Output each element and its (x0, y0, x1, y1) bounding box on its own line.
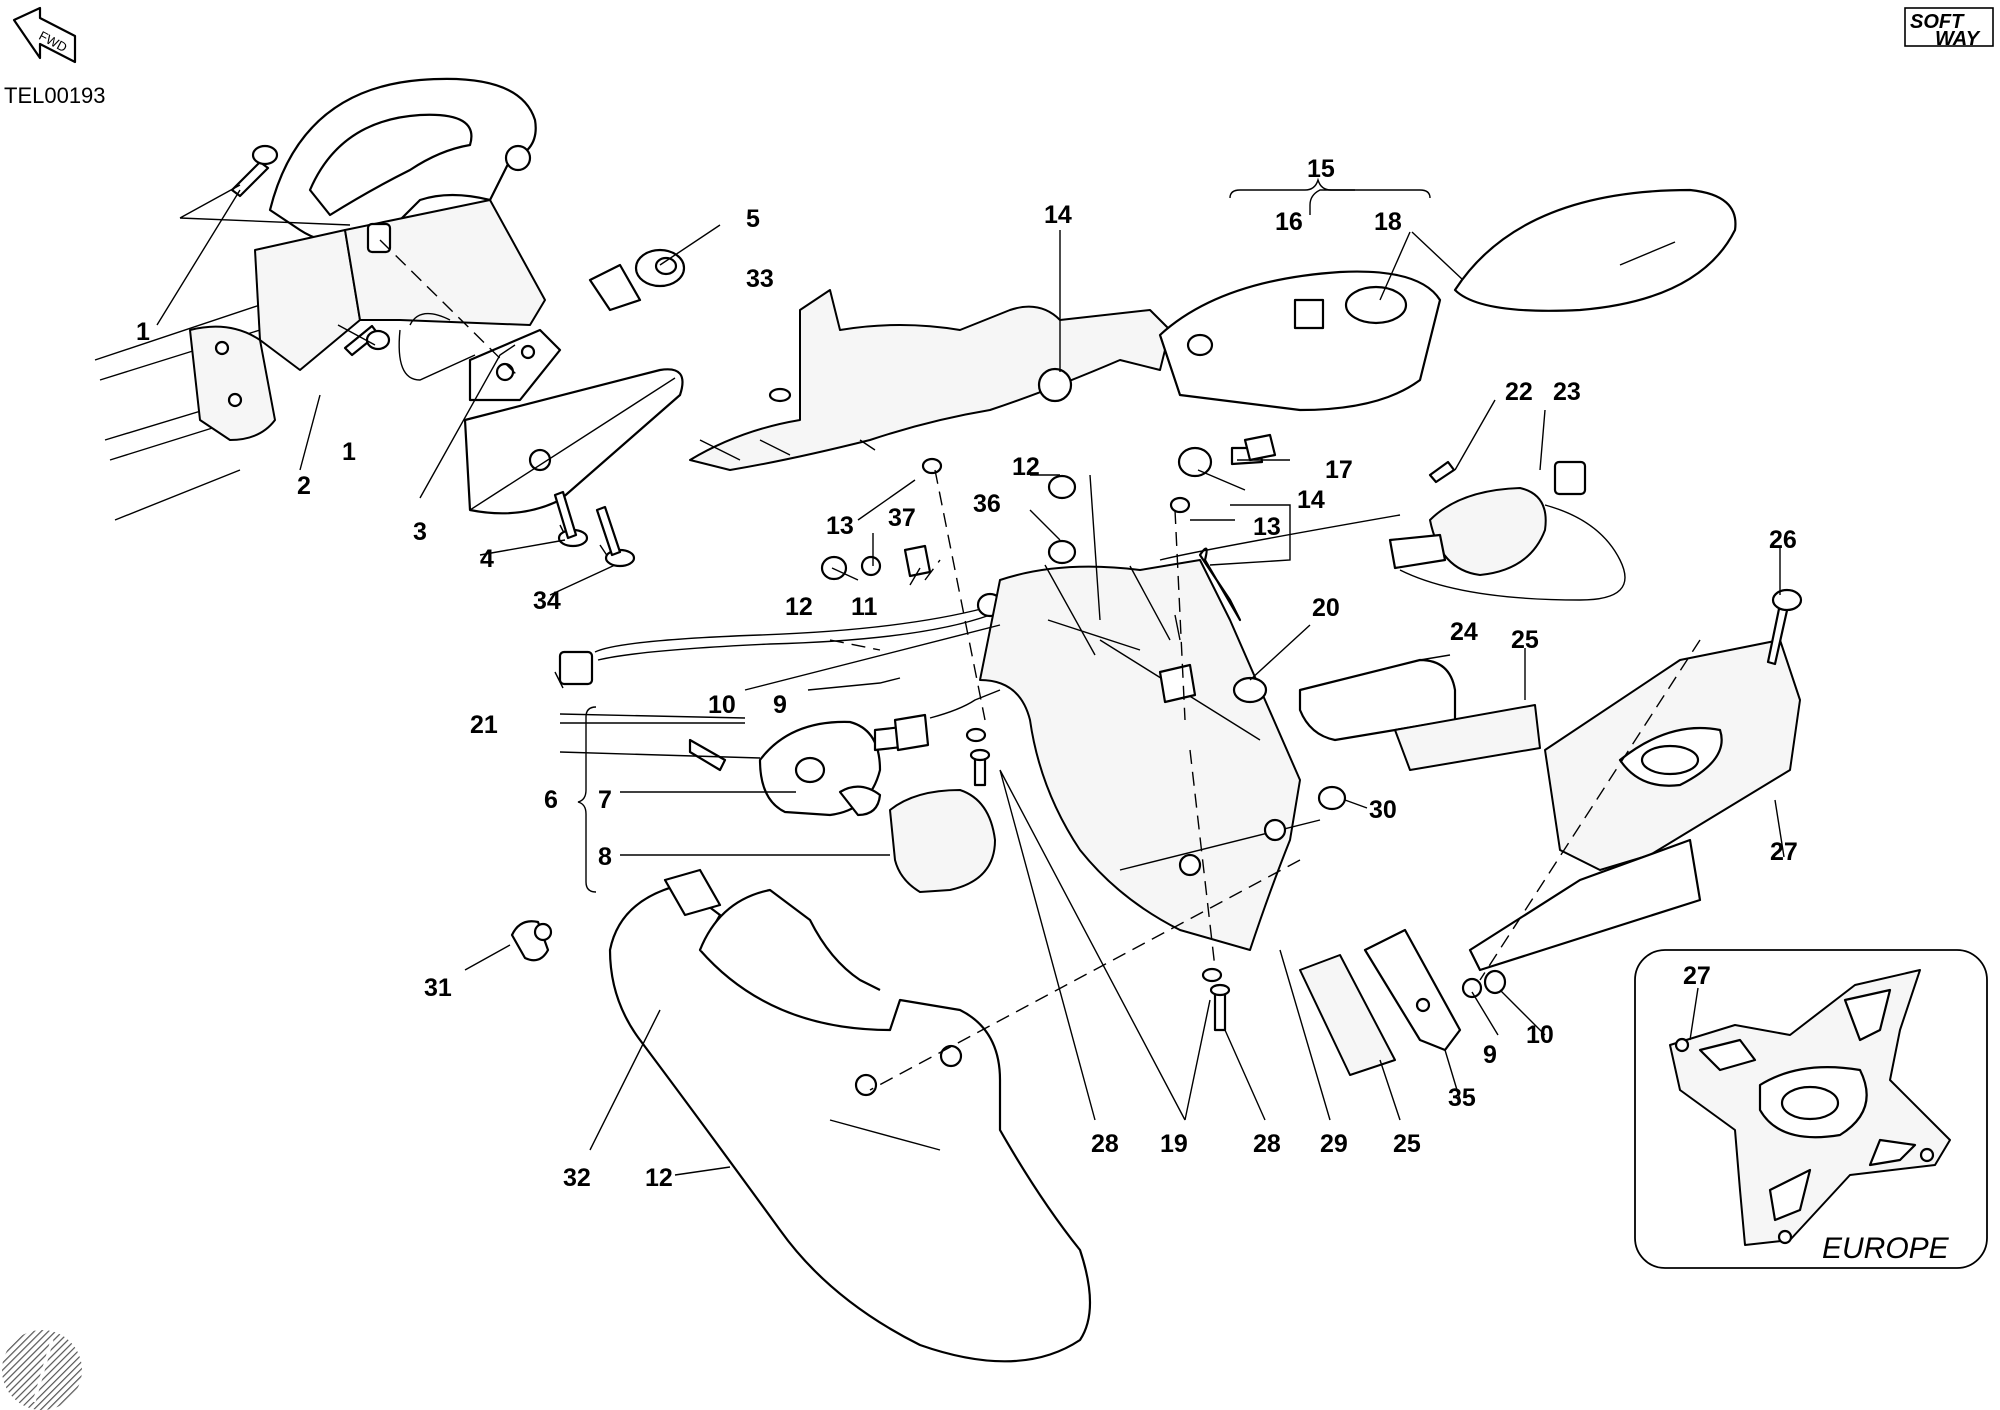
bracket-6 (577, 706, 597, 893)
callout-label: 9 (773, 691, 787, 719)
mount-bracket-part (979, 547, 1321, 951)
reflector-part (1299, 704, 1541, 1076)
brace-15 (1229, 177, 1431, 199)
grommet-part (1037, 367, 1264, 478)
softway-logo: SOFT WAY (1904, 7, 1994, 50)
taillight-part (1158, 188, 1737, 412)
callout-label: 34 (533, 587, 561, 615)
callout-label: 10 (708, 691, 736, 719)
callout-label: 33 (746, 265, 774, 293)
callout-label: 35 (1448, 1084, 1476, 1112)
callout-label: 3 (413, 518, 427, 546)
clamp-part (510, 920, 553, 962)
callout-label: 17 (1325, 456, 1353, 484)
callout-label: 28 (1091, 1130, 1119, 1158)
callout-label: 14 (1044, 201, 1072, 229)
mudguard-part (608, 868, 1092, 1363)
callout-label: 10 (1526, 1021, 1554, 1049)
callout-label: 12 (785, 593, 813, 621)
callout-label: 31 (424, 974, 452, 1002)
callout-label: 26 (1769, 526, 1797, 554)
callout-label: 12 (1012, 453, 1040, 481)
callout-label: 27 (1683, 962, 1711, 990)
callout-label: 29 (1320, 1130, 1348, 1158)
callout-label: 14 (1297, 486, 1325, 514)
brand-line1: SOFT (1910, 11, 1965, 33)
callout-label: 13 (1253, 513, 1281, 541)
callout-label: 2 (297, 472, 311, 500)
callout-label: 7 (598, 786, 612, 814)
cap-part (1317, 588, 1803, 811)
callout-label: 24 (1450, 618, 1478, 646)
callout-label: 28 (1253, 1130, 1281, 1158)
drawing-code: TEL00193 (4, 83, 106, 108)
latch-part (398, 312, 562, 402)
tail-frame-part (689, 289, 1171, 471)
callout-label: 8 (598, 843, 612, 871)
callout-label: 1 (342, 438, 356, 466)
round-stamp-icon (2, 1330, 82, 1410)
screw-part (553, 490, 636, 568)
frame-rails (94, 304, 276, 521)
callout-label: 15 (1307, 155, 1335, 183)
callout-label: 18 (1374, 208, 1402, 236)
callout-label: 9 (1483, 1041, 1497, 1069)
turn-signal-right-part (1388, 460, 1626, 601)
inset-region-label: EUROPE (1822, 1232, 1950, 1265)
license-plate-holder-part (1468, 639, 1801, 972)
callout-label: 25 (1393, 1130, 1421, 1158)
callout-label: 32 (563, 1164, 591, 1192)
bulb-part (1186, 333, 1277, 462)
callout-label: 22 (1505, 378, 1533, 406)
brand-line2: WAY (1935, 28, 1981, 50)
callout-label: 20 (1312, 594, 1340, 622)
callout-label: 16 (1275, 208, 1303, 236)
callout-label: 13 (826, 512, 854, 540)
lock-part (588, 248, 686, 312)
callout-label: 25 (1511, 626, 1539, 654)
callout-label: 6 (544, 786, 558, 814)
callout-label: 1 (136, 318, 150, 346)
callout-label: 12 (645, 1164, 673, 1192)
callout-label: 21 (470, 711, 498, 739)
callout-label: 19 (1160, 1130, 1188, 1158)
callout-label: 23 (1553, 378, 1581, 406)
callout-label: 37 (888, 504, 916, 532)
callout-label: 11 (851, 593, 878, 621)
turn-signal-left-part (688, 689, 1001, 893)
callouts: 1 1 2 3 4 34 5 33 14 15 16 18 17 14 13 1… (136, 155, 1798, 1192)
callout-label: 5 (746, 205, 760, 233)
callout-label: 27 (1770, 838, 1798, 866)
callout-label: 36 (973, 490, 1001, 518)
grab-handle-part (254, 77, 546, 371)
callout-label: 4 (480, 545, 494, 573)
leader-lines (156, 184, 1785, 1176)
fwd-arrow-icon: FWD (12, 6, 77, 64)
inset-europe: EUROPE (1634, 949, 1988, 1269)
callout-label: 30 (1369, 796, 1397, 824)
nut-part (820, 457, 1191, 581)
